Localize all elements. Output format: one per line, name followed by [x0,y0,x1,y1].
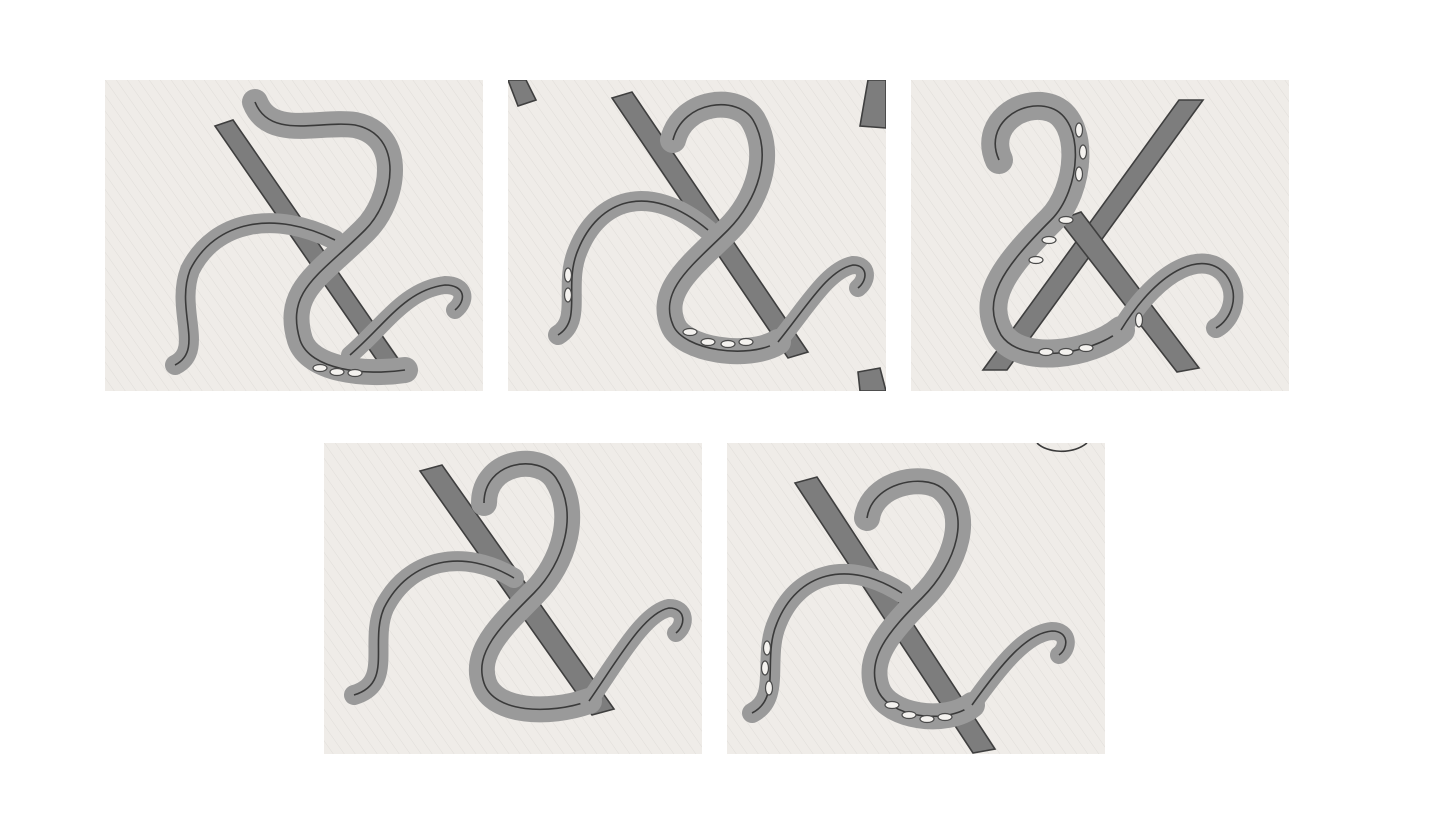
sucker-mark [1074,166,1084,182]
sucker-mark [329,367,345,377]
tentacle-stroke [174,222,336,366]
sucker-mark [1058,215,1074,225]
tentacle-stroke [353,560,515,696]
tentacle-stroke [481,463,590,711]
sucker-mark [884,700,900,710]
sucker-mark [700,337,716,347]
ampersand-sketch-1 [105,80,483,391]
tentacle-stroke [349,284,464,356]
tentacle-stroke [866,480,973,718]
sucker-mark [563,287,573,303]
sketch-card-4 [324,443,702,754]
sucker-mark [1041,235,1057,245]
sucker-mark [738,337,754,347]
tentacle-stroke [1036,443,1088,453]
sketch-card-3 [911,80,1289,391]
sucker-mark [1078,144,1088,160]
sucker-mark [764,680,774,696]
sketch-fragment [508,80,538,108]
sucker-mark [347,368,363,378]
sucker-mark [1058,347,1074,357]
ampersand-sketch-3 [911,80,1289,391]
tentacle-stroke [992,105,1122,355]
sketch-fragment [859,80,886,129]
sketch-card-5 [727,443,1105,754]
sucker-mark [760,660,770,676]
sucker-mark [682,327,698,337]
tentacle-stroke [588,607,684,702]
sucker-mark [919,714,935,724]
sketch-bar [418,464,616,716]
sucker-mark [563,267,573,283]
sketch-card-2 [508,80,886,391]
ampersand-sketch-5 [727,443,1105,754]
tentacle-stroke [971,630,1067,706]
sucker-mark [312,363,328,373]
tentacle-stroke [777,264,866,343]
sucker-mark [901,710,917,720]
ampersand-sketch-4 [324,443,702,754]
sucker-mark [1028,255,1044,265]
sucker-mark [762,640,772,656]
sucker-mark [1134,312,1144,328]
tentacle-stroke [254,101,406,373]
sucker-mark [1078,343,1094,353]
sketch-fragment [857,367,886,391]
tentacle-stroke [557,200,709,336]
sucker-mark [937,712,953,722]
tentacle-stroke [668,103,779,352]
sucker-mark [720,339,736,349]
tentacle-stroke [1120,262,1235,331]
sucker-mark [1038,347,1054,357]
sketch-card-1 [105,80,483,391]
sucker-mark [1074,122,1084,138]
ampersand-sketch-2 [508,80,886,391]
